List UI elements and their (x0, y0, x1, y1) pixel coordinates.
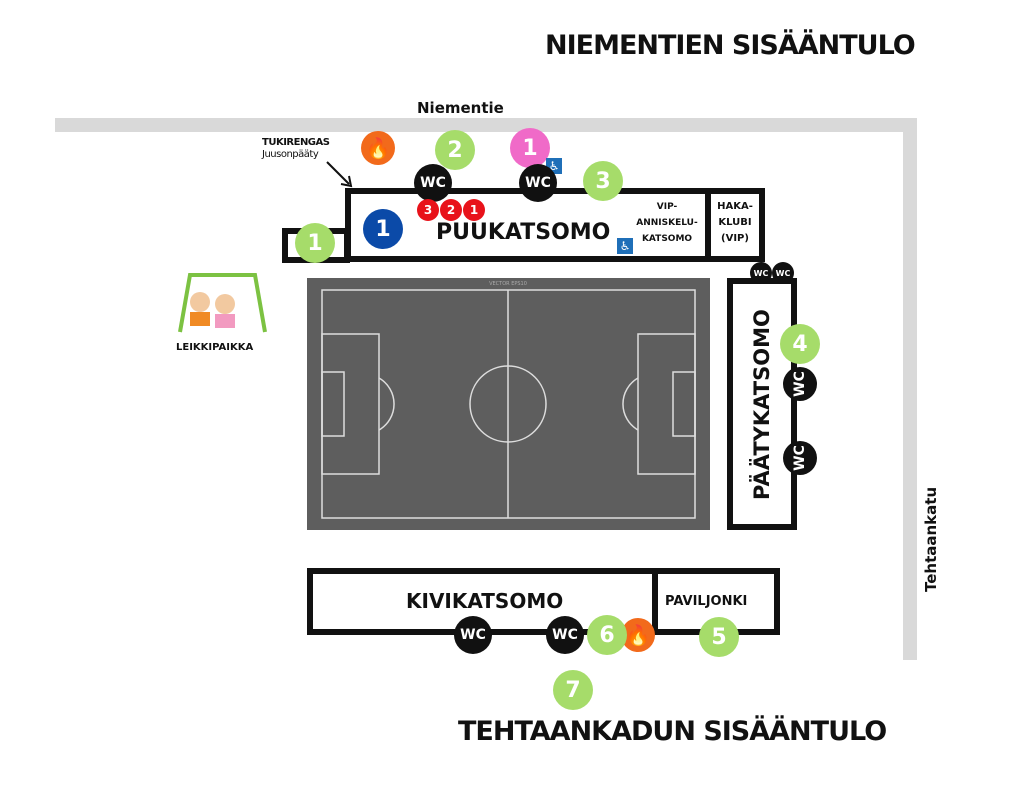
haka-line2: KLUBI (718, 217, 752, 228)
wc-marker[interactable]: WC (783, 367, 817, 401)
hakaklubi-stand[interactable] (705, 188, 765, 262)
playground-swing-icon (178, 273, 267, 333)
wheelchair-icon: ♿ (617, 238, 633, 254)
wc-marker[interactable]: WC (454, 616, 492, 654)
red-marker-2[interactable]: 2 (440, 199, 462, 221)
field-label: VECTOR EPS10 (489, 281, 527, 287)
green-marker-2[interactable]: 2 (435, 130, 475, 170)
green-marker-1[interactable]: 1 (295, 223, 335, 263)
pink-marker-1[interactable]: 1 (510, 128, 550, 168)
arrow-icon (326, 161, 353, 188)
football-field: VECTOR EPS10 (307, 278, 710, 530)
paatykatsomo-label: PÄÄTYKATSOMO (750, 309, 774, 500)
wc-text: WC (792, 445, 808, 471)
tukirengas-line1: TUKIRENGAS (262, 137, 330, 148)
wc-marker[interactable]: WC (750, 262, 772, 284)
red-marker-1[interactable]: 1 (463, 199, 485, 221)
green-marker-5[interactable]: 5 (699, 617, 739, 657)
wc-marker[interactable]: WC (783, 441, 817, 475)
hakaklubi-label: HAKA- KLUBI (VIP) (711, 199, 759, 247)
green-marker-4[interactable]: 4 (780, 324, 820, 364)
haka-line1: HAKA- (717, 201, 753, 212)
paatykatsomo-stand[interactable] (727, 278, 797, 530)
road-label-niementie: Niementie (417, 99, 504, 117)
fire-icon: 🔥 (361, 131, 395, 165)
title-top: NIEMENTIEN SISÄÄNTULO (545, 30, 916, 61)
wc-text: WC (792, 371, 808, 397)
road-label-tehtaankatu: Tehtaankatu (922, 486, 940, 592)
playground-label: LEIKKIPAIKKA (176, 342, 254, 353)
title-bottom: TEHTAANKADUN SISÄÄNTULO (458, 716, 887, 747)
wc-marker[interactable]: WC (519, 164, 557, 202)
fire-icon: 🔥 (621, 618, 655, 652)
vip-label: VIP- ANNISKELU- KATSOMO (632, 199, 702, 247)
paviljonki-label: PAVILJONKI (665, 594, 748, 609)
blue-marker-1[interactable]: 1 (363, 209, 403, 249)
vip-line1: VIP- (656, 202, 678, 212)
tukirengas-line2: Juusonpääty (262, 149, 319, 160)
haka-line3: (VIP) (721, 233, 749, 244)
puukatsomo-stand[interactable] (345, 188, 711, 262)
red-marker-3[interactable]: 3 (417, 199, 439, 221)
puukatsomo-label: PUUKATSOMO (436, 220, 611, 245)
wc-marker[interactable]: WC (414, 164, 452, 202)
wc-marker[interactable]: WC (772, 262, 794, 284)
vip-line2: ANNISKELU- (636, 218, 698, 228)
road-niementie (55, 118, 917, 132)
green-marker-3[interactable]: 3 (583, 161, 623, 201)
vip-line3: KATSOMO (641, 234, 693, 244)
green-marker-6[interactable]: 6 (587, 615, 627, 655)
road-tehtaankatu (903, 118, 917, 660)
wc-marker[interactable]: WC (546, 616, 584, 654)
kivikatsomo-label: KIVIKATSOMO (406, 589, 564, 613)
green-marker-7[interactable]: 7 (553, 670, 593, 710)
